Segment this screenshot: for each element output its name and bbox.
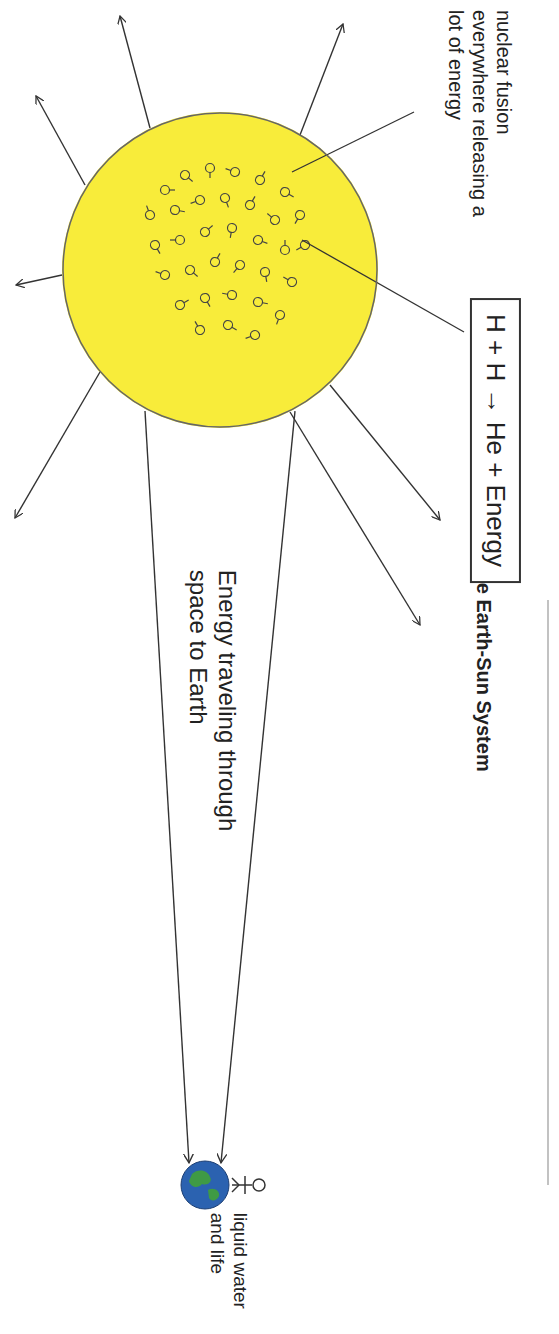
earth-land: [189, 1170, 211, 1187]
sun-border: [63, 113, 377, 427]
sun-disc: [62, 112, 378, 428]
earth-ocean: [181, 1161, 229, 1209]
edge-label: Energy traveling through space to Earth: [183, 570, 241, 870]
earth-land: [208, 1189, 219, 1201]
earth-globe: liquid water and life: [180, 1160, 230, 1210]
leader-lines: [292, 112, 464, 332]
earth-drawing: [180, 1160, 230, 1210]
energy-arrow: [145, 411, 189, 1163]
sun-outline: [62, 112, 378, 428]
equation-text: H + H → He + Energy: [480, 314, 510, 567]
fusion-note: nuclear fusion everywhere releasing a lo…: [444, 10, 516, 230]
equation-box: H + H → He + Energy: [469, 298, 520, 583]
frame-line: [547, 600, 548, 1185]
atoms: [142, 164, 311, 343]
sun-circle: nuclear fusion everywhere releasing a lo…: [62, 112, 378, 428]
stick-figure: [232, 1176, 265, 1194]
earth-note: liquid water and life: [205, 1213, 251, 1323]
diagram-title: The Earth-Sun System: [471, 558, 495, 771]
energy-rays: [15, 16, 440, 625]
